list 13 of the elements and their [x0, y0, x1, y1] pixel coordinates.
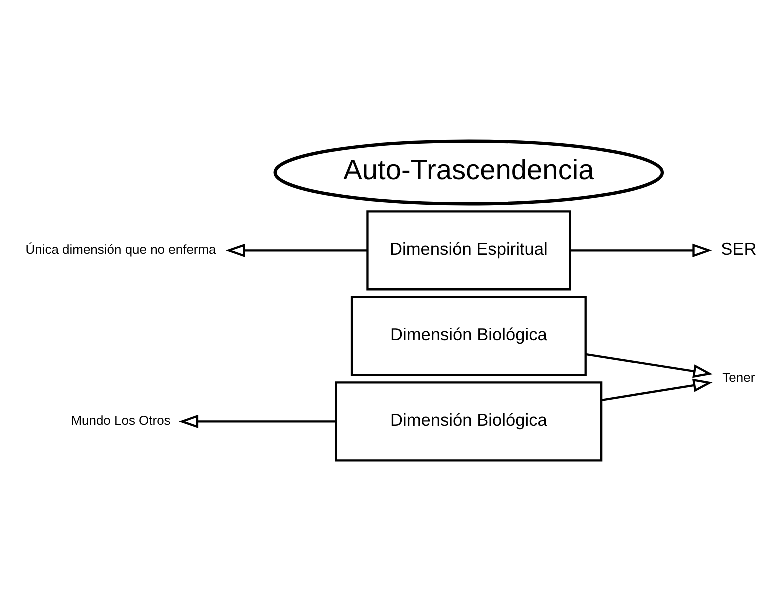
node-box: Dimensión Biológica [350, 296, 587, 376]
node-text: SER [721, 238, 757, 259]
arrow [226, 244, 368, 258]
node-text: Única dimensión que no enferma [26, 242, 216, 258]
arrow [570, 244, 712, 258]
node-text: Mundo Los Otros [71, 413, 171, 428]
arrow [179, 414, 336, 429]
arrow [601, 378, 713, 402]
node-box: Dimensión Biológica [335, 382, 603, 462]
node-ellipse: Auto-Trascendencia [274, 140, 664, 206]
arrow [586, 353, 713, 378]
node-box: Dimensión Espiritual [366, 210, 572, 291]
node-text: Tener [722, 370, 756, 385]
